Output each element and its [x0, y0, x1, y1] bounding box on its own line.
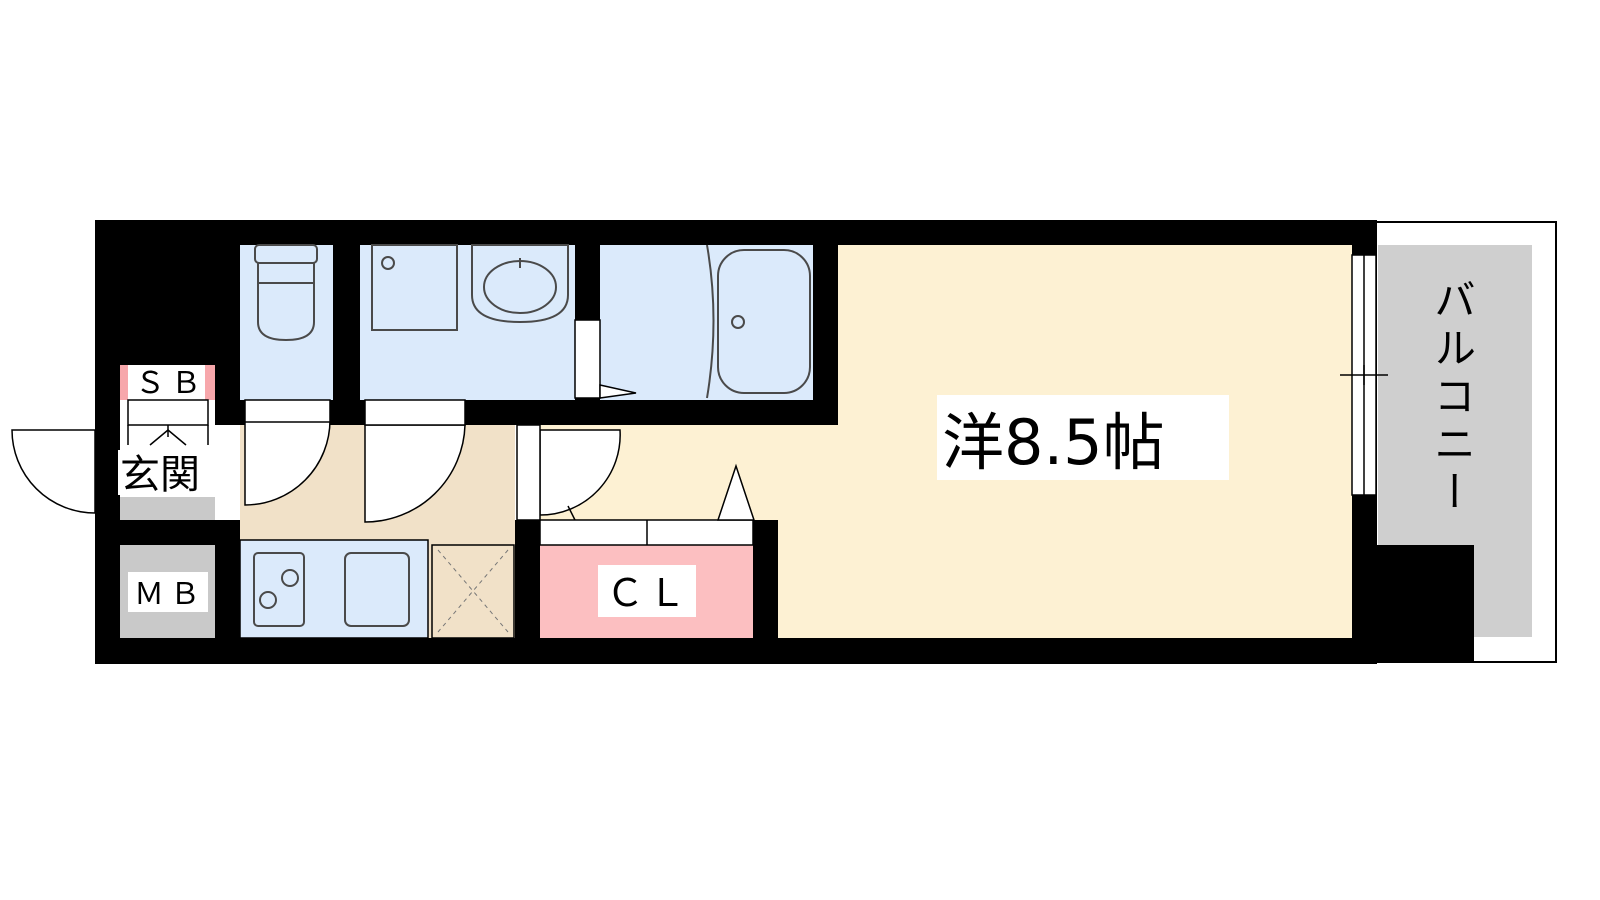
stove-icon: [253, 552, 305, 627]
washroom: [360, 245, 575, 400]
shoe-box-label: ＳＢ: [135, 366, 207, 401]
meter-box-label: ＭＢ: [134, 577, 206, 612]
entrance-label: 玄関: [120, 452, 200, 498]
balcony: バルコニー: [1375, 221, 1557, 663]
kitchen-counter: [239, 539, 429, 639]
washing-machine-icon: [371, 244, 458, 331]
fixtures: [253, 244, 811, 627]
kitchen-sink-icon: [344, 552, 410, 627]
fridge-space: [431, 544, 515, 639]
toilet-room: [240, 245, 333, 400]
wash-basin-icon: [471, 244, 569, 324]
bathtub-icon: [706, 244, 811, 399]
labels: 洋8.5帖 ＣＬ 玄関 ＳＢ ＭＢ: [118, 366, 1229, 617]
doors: [11, 319, 756, 523]
western-room-label: 洋8.5帖: [942, 406, 1165, 479]
balcony-label: バルコニー: [1428, 278, 1477, 518]
balcony-window: [1340, 254, 1388, 496]
bathroom: [600, 245, 813, 400]
closet-label: ＣＬ: [606, 571, 690, 615]
shoe-box: [120, 365, 215, 400]
toilet-icon: [254, 244, 318, 342]
